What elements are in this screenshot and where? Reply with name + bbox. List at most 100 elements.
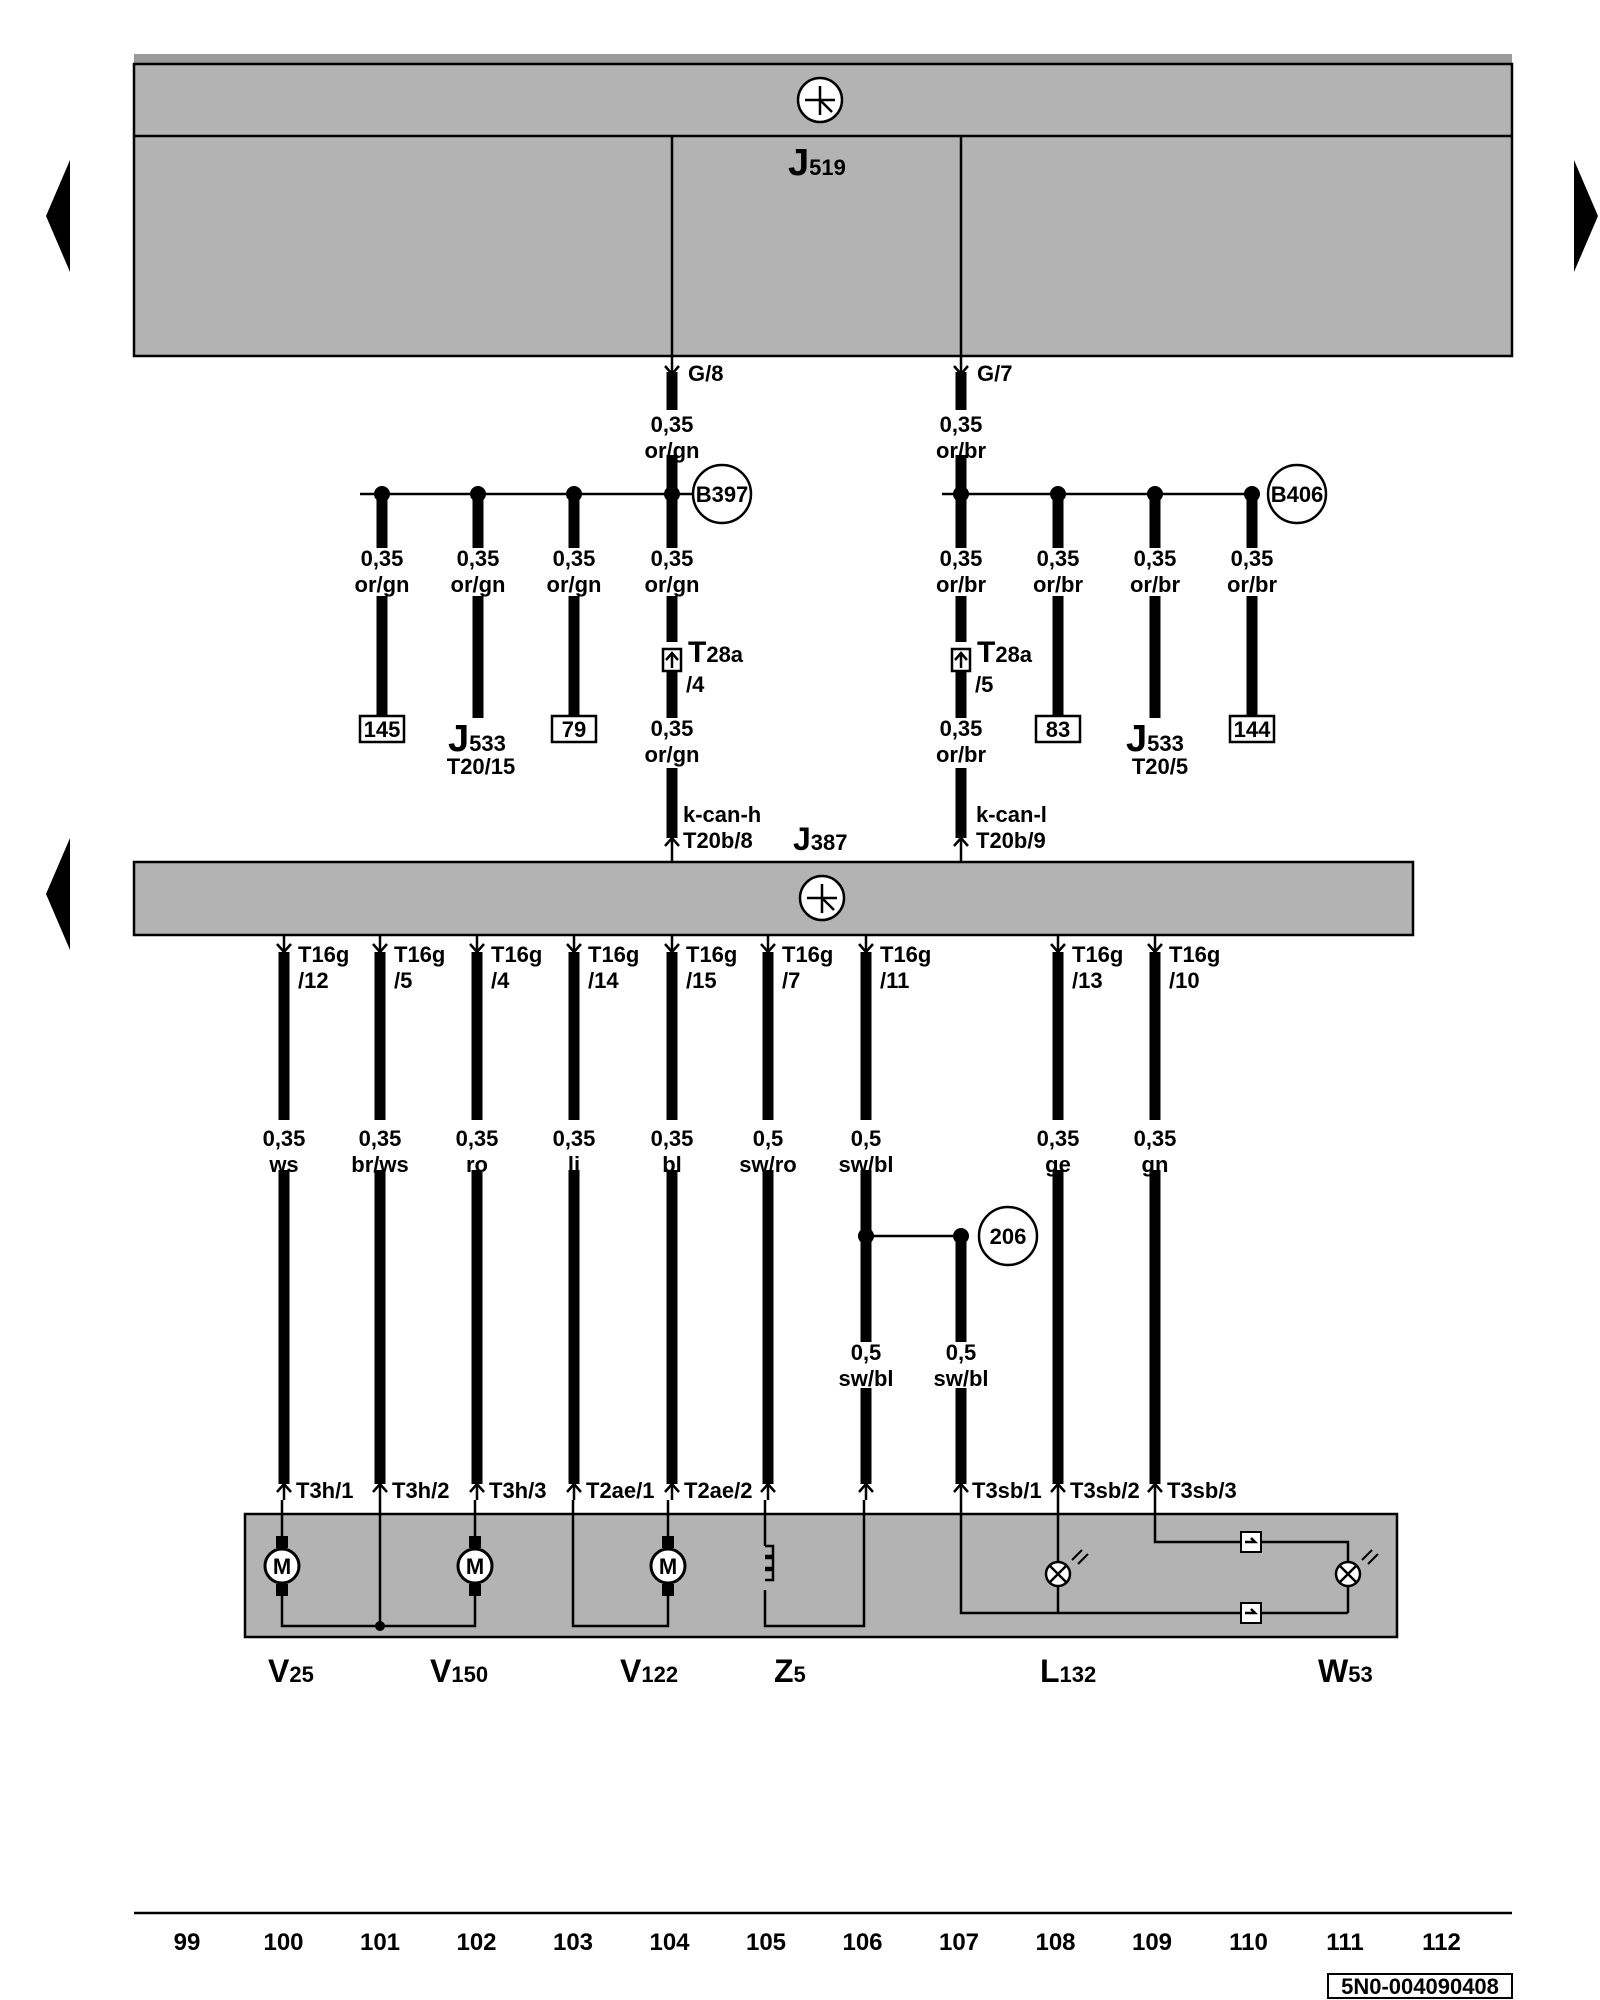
can-signal-label: k-can-h	[683, 802, 761, 827]
component-label: V122	[620, 1653, 678, 1689]
arrow-right-icon[interactable]	[1574, 160, 1598, 272]
svg-text:or/gn: or/gn	[547, 572, 602, 597]
component-box: M M M	[243, 1500, 1399, 1639]
wire-color: gn	[1142, 1152, 1169, 1177]
svg-text:0,35: 0,35	[553, 546, 596, 571]
component-label: L132	[1040, 1653, 1096, 1689]
connector-icon	[950, 647, 972, 673]
svg-text:206: 206	[990, 1224, 1027, 1249]
pin-label: /13	[1072, 968, 1103, 993]
ref-box	[358, 714, 406, 744]
ref-box	[1228, 714, 1276, 744]
svg-text:or/gn: or/gn	[355, 572, 410, 597]
svg-text:79: 79	[562, 717, 586, 742]
branch-left-79: 0,35 or/gn 79	[547, 486, 602, 744]
page-column-number: 112	[1422, 1929, 1461, 1956]
page-column-number: 100	[263, 1929, 303, 1956]
page-column-number: 111	[1326, 1929, 1363, 1956]
lower-wire-group: T16g/120,35wsT3h/1T16g/50,35br/wsT3h/2T1…	[263, 935, 1237, 1503]
lamp-icon	[1334, 1549, 1379, 1588]
svg-text:0,35: 0,35	[651, 546, 694, 571]
splice-b397: B397	[691, 463, 753, 525]
branch-right-main: 0,35 or/br	[936, 486, 987, 642]
svg-text:0,35: 0,35	[361, 546, 404, 571]
module-j387	[132, 860, 1415, 937]
connector-pin-left: /4	[686, 672, 705, 697]
motor-icon: M	[649, 1536, 687, 1596]
component-label: V25	[268, 1653, 314, 1689]
svg-text:sw/bl: sw/bl	[933, 1366, 988, 1391]
module-j519: J519	[132, 54, 1514, 358]
svg-text:0,5: 0,5	[946, 1340, 977, 1365]
wire-color: ge	[1045, 1152, 1071, 1177]
pin-label: T16g	[880, 942, 931, 967]
svg-text:T20/15: T20/15	[447, 754, 516, 779]
module-j387-label: J387	[793, 821, 848, 857]
component-label: V150	[430, 1653, 488, 1689]
wire-color: br/ws	[351, 1152, 408, 1177]
wire-size: 0,35	[553, 1126, 596, 1151]
document-code-box	[1327, 1973, 1513, 1999]
terminal-label: T3sb/3	[1167, 1478, 1237, 1503]
connector-icon	[1240, 1531, 1262, 1553]
svg-text:0,35: 0,35	[940, 546, 983, 571]
svg-text:or/gn: or/gn	[451, 572, 506, 597]
connector-label-right: T28a	[977, 636, 1033, 669]
ground-splice-206: 206 0,5 sw/bl 0,5 sw/bl T3sb/1	[838, 1205, 1042, 1503]
svg-text:or/br: or/br	[936, 572, 987, 597]
wire-color: or/gn	[645, 742, 700, 767]
document-code: 5N0-004090408	[1341, 1974, 1499, 1999]
svg-text:J533: J533	[448, 718, 506, 760]
pin-label: /15	[686, 968, 717, 993]
terminal-label: T3h/3	[489, 1478, 546, 1503]
page-column-number: 110	[1229, 1929, 1268, 1956]
svg-text:T20/5: T20/5	[1132, 754, 1188, 779]
svg-text:0,35: 0,35	[1037, 546, 1080, 571]
branch-right-83: 0,35 or/br 83	[1033, 486, 1084, 744]
wire-size: 0,35	[456, 1126, 499, 1151]
pin-arrow-icon	[953, 356, 969, 376]
svg-text:sw/bl: sw/bl	[838, 1366, 893, 1391]
pin-label: /11	[880, 968, 909, 993]
page-column-number: 107	[939, 1929, 979, 1956]
pin-label: T16g	[686, 942, 737, 967]
connector-icon	[661, 647, 683, 673]
wire-size: 0,35	[359, 1126, 402, 1151]
pin-label: /4	[491, 968, 510, 993]
wire-color: or/br	[936, 742, 987, 767]
wire-size: 0,35	[1037, 1126, 1080, 1151]
connector-pin-right: /5	[975, 672, 993, 697]
pin-label: /14	[588, 968, 619, 993]
pin-label-g8: G/8	[688, 361, 723, 386]
page-column-number: 108	[1035, 1929, 1075, 1956]
page-column-number: 106	[842, 1929, 882, 1956]
module-j519-label: J519	[788, 142, 846, 184]
wire-color: bl	[662, 1152, 682, 1177]
pin-label: T16g	[588, 942, 639, 967]
svg-text:144: 144	[1234, 717, 1271, 742]
wire-size: 0,5	[851, 1126, 882, 1151]
page-column-number: 109	[1132, 1929, 1172, 1956]
svg-text:or/br: or/br	[1130, 572, 1181, 597]
pin-label: T16g	[782, 942, 833, 967]
svg-text:M: M	[466, 1554, 484, 1579]
wire-color: ws	[268, 1152, 298, 1177]
pin-label-g7: G/7	[977, 361, 1012, 386]
page-column-number: 99	[174, 1929, 201, 1956]
svg-text:145: 145	[364, 717, 401, 742]
wire-size: 0,35	[651, 1126, 694, 1151]
svg-text:B406: B406	[1271, 482, 1324, 507]
pin-label: /12	[298, 968, 329, 993]
bus-symbol-icon	[796, 76, 844, 124]
terminal-label: T3h/2	[392, 1478, 449, 1503]
pin-label: T16g	[491, 942, 542, 967]
arrow-left-icon[interactable]	[46, 838, 70, 950]
svg-text:or/br: or/br	[1033, 572, 1084, 597]
svg-text:T3sb/1: T3sb/1	[972, 1478, 1042, 1503]
arrow-left-icon[interactable]	[46, 160, 70, 272]
